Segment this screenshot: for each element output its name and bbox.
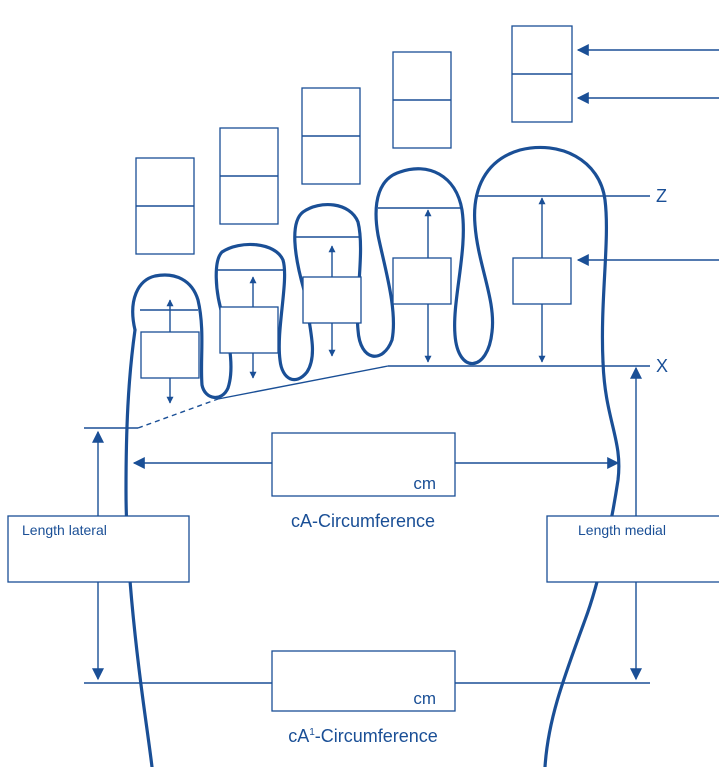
- toe5-circ-box[interactable]: [512, 257, 572, 305]
- ca-caption: cA-Circumference: [291, 511, 435, 531]
- toe4-circ-box[interactable]: [392, 257, 452, 305]
- toe2-circ-box[interactable]: [219, 306, 279, 354]
- marker-x: X: [656, 356, 668, 376]
- lateral-dashed-line: [137, 398, 219, 429]
- toe1-circ-box[interactable]: [140, 331, 200, 379]
- toe5-length-box[interactable]: [511, 25, 573, 123]
- ca1-caption: cA1-Circumference: [288, 726, 438, 746]
- length-medial-label: Length medial: [578, 522, 666, 538]
- toe1-length-box[interactable]: [135, 157, 195, 255]
- ca1-circ-input[interactable]: [271, 650, 456, 712]
- toe3-circ-box[interactable]: [302, 276, 362, 324]
- marker-z: Z: [656, 186, 667, 206]
- ca-unit: cm: [413, 474, 436, 493]
- ca-circ-input[interactable]: [271, 432, 456, 497]
- toe3-length-box[interactable]: [301, 87, 361, 185]
- toe4-length-box[interactable]: [392, 51, 452, 149]
- toe-base-line: [217, 365, 389, 400]
- length-lateral-input[interactable]: [7, 515, 190, 583]
- ca1-unit: cm: [413, 689, 436, 708]
- length-medial-input[interactable]: [546, 515, 719, 583]
- toe2-length-box[interactable]: [219, 127, 279, 225]
- toes-outline: [131, 145, 609, 399]
- length-lateral-label: Length lateral: [22, 522, 107, 538]
